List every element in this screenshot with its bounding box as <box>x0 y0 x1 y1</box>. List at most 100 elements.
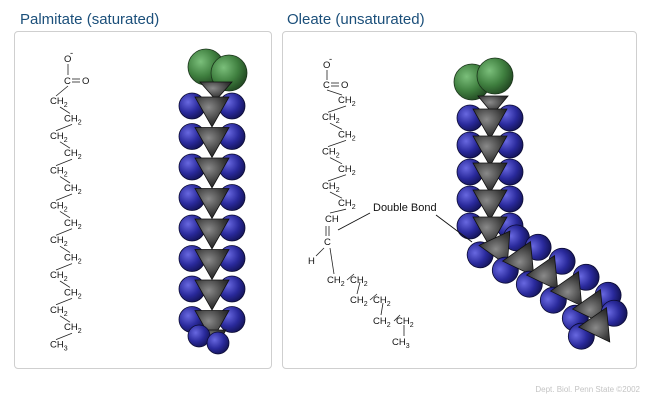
methylene-group: CH2 <box>64 148 82 161</box>
carbon-atom <box>472 216 508 248</box>
charge-minus: - <box>70 48 73 59</box>
methylene-group: CH2 <box>373 295 391 308</box>
carboxylate-oxygen-minus: O <box>323 60 330 71</box>
carboxyl-carbon-atom <box>477 95 509 115</box>
chain-bond <box>55 228 73 236</box>
methylene-unit <box>178 184 246 220</box>
methylene-unit <box>491 233 552 284</box>
chain-bond <box>55 298 73 306</box>
chain-bond <box>380 302 384 316</box>
chain-bond <box>327 174 347 182</box>
chain-bond <box>55 193 73 201</box>
methylene-group: CH2 <box>50 131 68 144</box>
methylene-group: CH2 <box>64 218 82 231</box>
carbon-atom <box>194 218 230 250</box>
methylene-group: CH2 <box>338 198 356 211</box>
carbon-atom <box>472 135 508 167</box>
carboxyl-carbon: C <box>64 76 71 87</box>
methylene-group: CH2 <box>50 270 68 283</box>
carbon-atom <box>501 240 535 277</box>
chain-bond <box>356 281 361 295</box>
methylene-unit <box>456 158 524 194</box>
methylene-group: CH2 <box>64 287 82 300</box>
carbon-atom <box>194 279 230 311</box>
chain-bond <box>59 211 71 219</box>
methylene-unit <box>178 123 246 159</box>
methylene-group: CH2 <box>338 129 356 142</box>
carbon-atom <box>549 270 583 307</box>
methylene-group: CH2 <box>64 322 82 335</box>
methylene-group: CH2 <box>64 113 82 126</box>
methylene-unit <box>456 185 524 221</box>
chain-bond <box>329 157 343 165</box>
methylene-group: CH2 <box>327 275 345 288</box>
charge-minus: - <box>329 54 332 65</box>
methylene-unit <box>178 245 246 281</box>
methylene-unit <box>456 131 524 167</box>
carbon-atom <box>194 157 230 189</box>
carboxyl-carbon-atom <box>199 81 233 101</box>
methylene-unit <box>456 104 524 140</box>
methylene-group: CH2 <box>50 166 68 179</box>
chain-bond <box>55 332 73 340</box>
carbon-atom <box>472 108 508 140</box>
vinyl-ch: CH <box>325 214 339 225</box>
chain-bond <box>329 122 343 130</box>
oxygen-atom <box>476 57 514 95</box>
methylene-group: CH2 <box>373 316 391 329</box>
methylene-unit <box>178 92 246 128</box>
methylene-group: CH2 <box>50 200 68 213</box>
methylene-unit <box>466 224 530 269</box>
methylene-group: CH2 <box>64 183 82 196</box>
chain-bond <box>369 293 378 301</box>
chain-bond <box>59 176 71 184</box>
hydrogen-atom <box>206 331 230 355</box>
vinyl-c: C <box>324 237 331 248</box>
chain-bond <box>329 247 335 275</box>
credit-text: Dept. Biol. Penn State ©2002 <box>535 385 640 394</box>
methylene-group: CH2 <box>338 95 356 108</box>
carbon-atom <box>194 310 230 342</box>
carboxylate-oxygen-minus: O <box>64 54 71 65</box>
carbonyl-oxygen: O <box>82 76 89 87</box>
c-h-bond <box>315 247 325 257</box>
methylene-unit <box>178 214 246 250</box>
chain-bond <box>59 245 71 253</box>
chain-bond <box>327 105 347 113</box>
methylene-group: CH2 <box>322 147 340 160</box>
chain-bond <box>55 158 73 166</box>
carbon-atom <box>525 254 559 291</box>
carboxyl-carbon: C <box>323 80 330 91</box>
chain-bond <box>55 124 73 132</box>
chain-bond <box>55 263 73 271</box>
double-bond-pointer-left <box>337 212 371 231</box>
chain-bond <box>393 314 401 322</box>
methylene-group: CH2 <box>64 253 82 266</box>
chain-bond <box>59 141 71 149</box>
carbon-atom <box>478 230 511 267</box>
palmitate-space-filling-model <box>178 48 248 355</box>
methylene-group: CH2 <box>50 305 68 318</box>
chain-bond <box>327 140 347 147</box>
carbon-atom <box>577 306 611 343</box>
methylene-group: CH2 <box>396 316 414 329</box>
methylene-unit <box>515 247 576 298</box>
methylene-unit <box>539 263 600 314</box>
chain-bond <box>59 106 71 114</box>
chain-bond <box>59 280 71 288</box>
methylene-group: CH2 <box>322 181 340 194</box>
methylene-group: CH2 <box>350 295 368 308</box>
methylene-group: CH2 <box>50 96 68 109</box>
methyl-group: CH3 <box>392 337 410 350</box>
double-bond-label: Double Bond <box>373 202 437 214</box>
palmitate-title: Palmitate (saturated) <box>20 11 160 28</box>
methylene-group: CH2 <box>50 235 68 248</box>
chain-bond <box>59 315 71 323</box>
carbon-atom <box>472 189 508 221</box>
carbon-atom <box>194 249 230 281</box>
chain-bond <box>326 89 343 96</box>
double-bond-annotation: Double Bond <box>337 202 473 243</box>
